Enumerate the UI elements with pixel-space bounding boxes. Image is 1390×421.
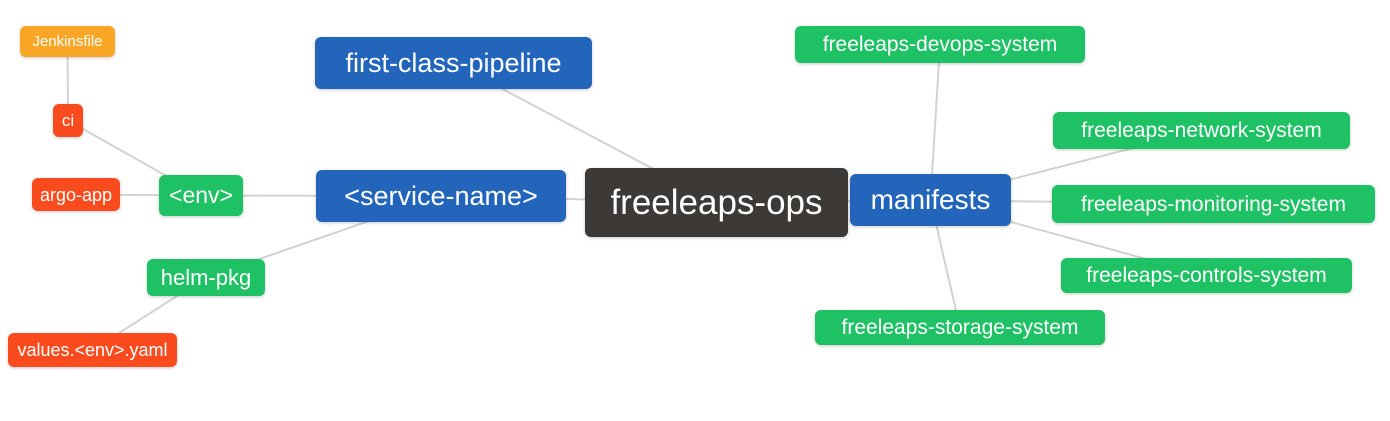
- node-ci[interactable]: ci: [53, 104, 83, 137]
- node-label: freeleaps-monitoring-system: [1081, 192, 1346, 216]
- node-label: ci: [61, 111, 75, 130]
- node-label: freeleaps-ops: [610, 183, 823, 222]
- node-label: helm-pkg: [160, 264, 252, 290]
- node-manifests[interactable]: manifests: [850, 174, 1011, 226]
- node-helm-pkg[interactable]: helm-pkg: [147, 259, 265, 296]
- node-label: <env>: [169, 182, 233, 208]
- node-values-env-yaml[interactable]: values.<env>.yaml: [8, 333, 177, 367]
- node-label: freeleaps-devops-system: [822, 33, 1058, 56]
- node-label: <service-name>: [344, 180, 538, 211]
- node-argo-app[interactable]: argo-app: [32, 178, 120, 211]
- node-label: freeleaps-network-system: [1081, 119, 1322, 142]
- node-storage-system[interactable]: freeleaps-storage-system: [815, 310, 1105, 345]
- node-label: Jenkinsfile: [32, 33, 103, 50]
- node-service-name[interactable]: <service-name>: [316, 170, 566, 222]
- node-label: freeleaps-controls-system: [1086, 264, 1327, 287]
- node-freeleaps-ops[interactable]: freeleaps-ops: [585, 168, 848, 237]
- node-devops-system[interactable]: freeleaps-devops-system: [795, 26, 1085, 63]
- node-env[interactable]: <env>: [159, 175, 243, 216]
- node-label: argo-app: [39, 184, 113, 205]
- node-label: first-class-pipeline: [345, 47, 562, 78]
- node-first-class-pipeline[interactable]: first-class-pipeline: [315, 37, 592, 89]
- node-label: manifests: [870, 184, 991, 215]
- node-jenkinsfile[interactable]: Jenkinsfile: [20, 26, 115, 57]
- node-monitoring-system[interactable]: freeleaps-monitoring-system: [1052, 185, 1375, 223]
- node-network-system[interactable]: freeleaps-network-system: [1053, 112, 1350, 149]
- node-label: freeleaps-storage-system: [841, 316, 1079, 339]
- node-label: values.<env>.yaml: [17, 340, 168, 360]
- node-controls-system[interactable]: freeleaps-controls-system: [1061, 258, 1352, 293]
